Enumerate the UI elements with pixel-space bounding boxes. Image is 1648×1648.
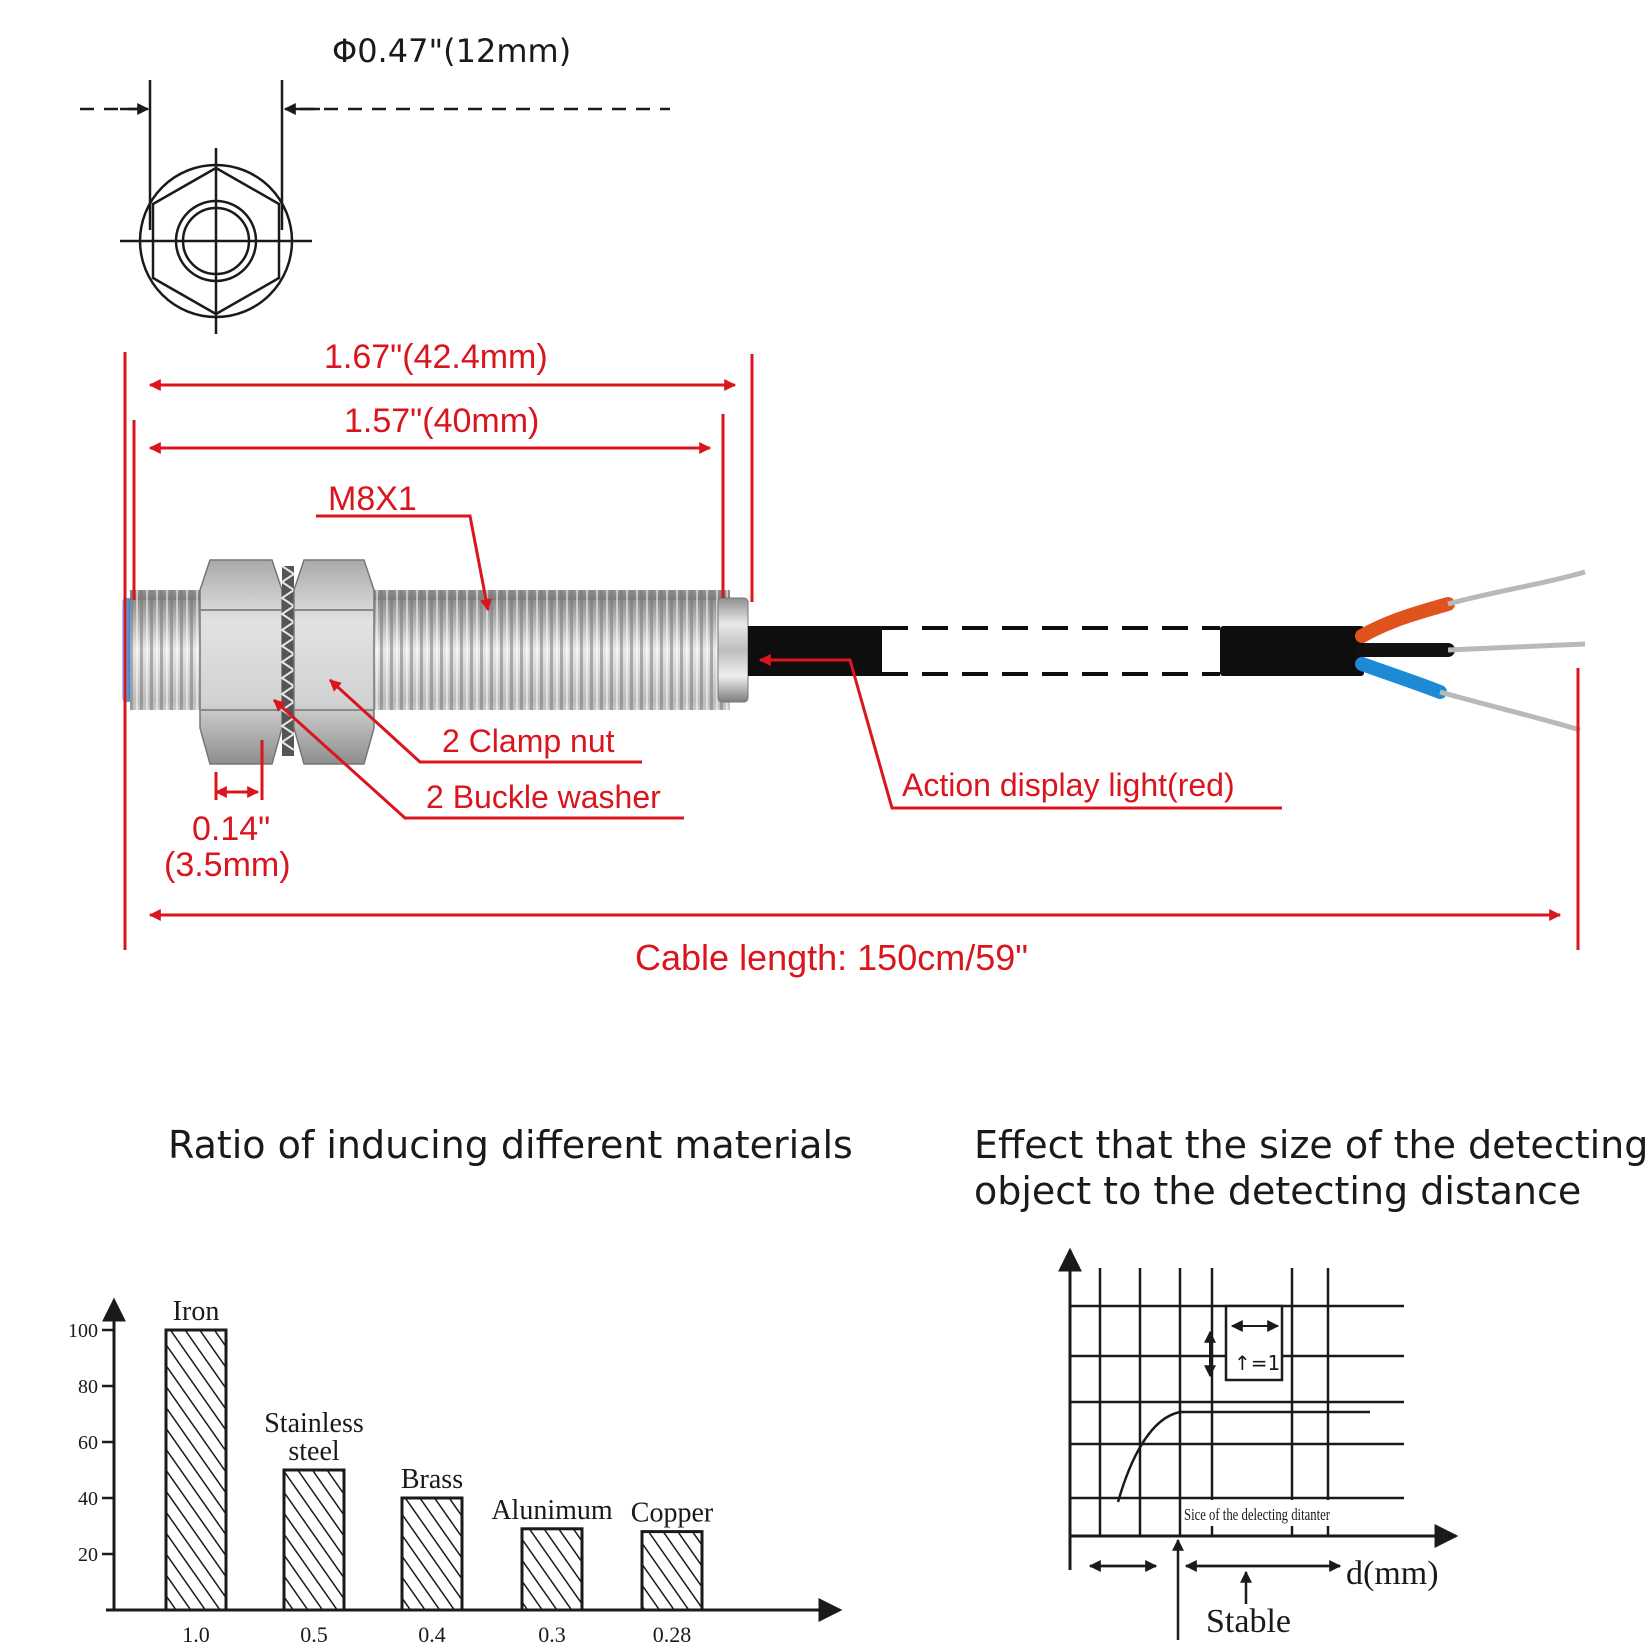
- ratio-label: 0.28: [653, 1622, 692, 1647]
- bar: [400, 1496, 464, 1612]
- rear-cap: [717, 597, 749, 703]
- bar-category-label: Copper: [631, 1498, 714, 1529]
- size-effect-chart: ↑=1 Sice of the delecting ditanter d(mm)…: [1058, 1247, 1459, 1640]
- grid-lines: [1070, 1268, 1404, 1536]
- y-tick-label: 100: [68, 1320, 98, 1342]
- y-tick-label: 20: [78, 1544, 98, 1566]
- strands-1: [1447, 569, 1586, 607]
- size-effect-title-line1: Effect that the size of the detecting: [974, 1123, 1648, 1167]
- cable: [748, 569, 1586, 733]
- buckle-washer-label: 2 Buckle washer: [426, 779, 661, 815]
- bar-category-label: Alunimum: [491, 1495, 613, 1526]
- bar: [640, 1530, 704, 1612]
- ratio-label: 0.5: [300, 1622, 328, 1647]
- thread-length-label: 1.57"(40mm): [344, 402, 539, 440]
- cable-length-label: Cable length: 150cm/59": [635, 937, 1028, 978]
- red-dimension-lines: [123, 352, 1580, 950]
- inner-axis-label: Sice of the delecting ditanter: [1184, 1505, 1330, 1524]
- stable-label: Stable: [1206, 1603, 1291, 1640]
- washer-width-in-label: 0.14": [192, 810, 270, 848]
- size-effect-title-line2: object to the detecting distance: [974, 1169, 1581, 1213]
- ratio-label: 0.3: [538, 1622, 566, 1647]
- clamp-nut-left: [199, 559, 283, 765]
- y-tick-label: 80: [78, 1376, 98, 1398]
- object-size-box: [1224, 1304, 1284, 1382]
- ratio-label: 1.0: [182, 1622, 210, 1647]
- bar-category-label: Stainless: [264, 1408, 364, 1439]
- wire-blue: [1355, 657, 1447, 699]
- buckle-washer: [280, 565, 296, 756]
- washer-teeth: [280, 565, 296, 751]
- y-tick-label: 60: [78, 1432, 98, 1454]
- bar-category-label: steel: [288, 1436, 340, 1467]
- overall-length-label: 1.67"(42.4mm): [324, 338, 548, 376]
- washer-width-mm-label: (3.5mm): [164, 846, 291, 884]
- d-axis-label: d(mm): [1346, 1555, 1439, 1592]
- diameter-label: Φ0.47"(12mm): [332, 32, 571, 70]
- material-chart-title: Ratio of inducing different materials: [168, 1123, 853, 1167]
- bar-category-label: Brass: [401, 1464, 463, 1495]
- end-view-drawing: [80, 80, 670, 334]
- strands-3: [1439, 689, 1581, 733]
- clamp-nut-label: 2 Clamp nut: [442, 723, 615, 759]
- distance-curve: [1116, 1410, 1370, 1503]
- bar: [520, 1527, 584, 1612]
- clamp-nut-right: [293, 559, 375, 765]
- strands-2: [1447, 641, 1586, 653]
- bar: [164, 1328, 228, 1612]
- bar-category-label: Iron: [173, 1296, 220, 1327]
- bar: [282, 1468, 346, 1612]
- action-light-label: Action display light(red): [902, 767, 1235, 803]
- ratio-label: 0.4: [418, 1622, 446, 1647]
- thread-spec-label: M8X1: [328, 480, 417, 518]
- y-tick-label: 40: [78, 1488, 98, 1510]
- sensor-body: [122, 559, 749, 765]
- box-unit-label: ↑=1: [1234, 1351, 1280, 1375]
- wire-brown: [1355, 597, 1455, 643]
